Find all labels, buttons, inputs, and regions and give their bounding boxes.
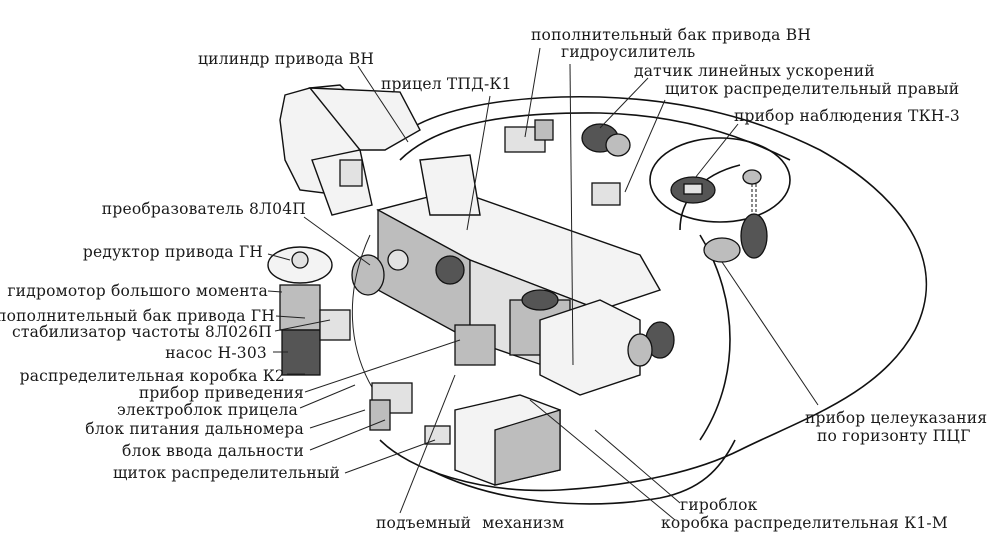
gn-drive-group [267,234,385,401]
tkn3-detail-ellipse [649,137,791,263]
label-gn-reducer: редуктор привода ГН [82,243,263,261]
label-hydro-booster: гидроусилитель [561,43,696,61]
label-tkn3: прибор наблюдения ТКН-3 [734,107,960,125]
dist-panel-right [591,182,621,206]
label-pump: насос Н-303 [165,344,267,362]
label-lifting-mechanism: подъемный механизм [376,514,565,532]
label-pcg-line1: прибор целеуказания [805,409,988,427]
label-linear-accel-sensor: датчик линейных ускорений [634,62,875,80]
leader-lines [267,47,819,521]
label-rangefinder-power: блок питания дальномера [85,420,304,438]
label-dist-panel: щиток распределительный [112,464,340,482]
linear-accel-sensor [581,123,631,157]
label-sight-electroblock: электроблок прицела [117,401,298,419]
label-aux-tank-vn: пополнительный бак привода ВН [531,26,812,44]
label-converter: преобразователь 8Л04П [101,200,306,218]
aux-tank-vn [504,119,554,153]
label-sight-tpd: прицел ТПД-К1 [381,75,512,93]
label-aux-tank-gn: пополнительный бак привода ГН [0,307,275,325]
label-gyroblock: гироблок [680,496,758,514]
bottom-units [369,382,561,486]
label-dist-box-k2: распределительная коробка К2 [19,367,285,385]
label-hydromotor: гидромотор большого момента [7,282,268,300]
label-dist-box-k1m: коробка распределительная К1-М [661,514,948,532]
gun-mantlet [279,84,421,216]
hydro-booster-group [454,289,675,396]
label-freq-stabilizer: стабилизатор частоты 8Л026П [12,323,272,341]
label-alignment-device: прибор приведения [138,384,304,402]
label-range-input: блок ввода дальности [122,442,304,460]
label-dist-panel-right: щиток распределительный правый [665,80,960,98]
label-cylinder-vn: цилиндр привода ВН [198,50,375,68]
label-pcg-line2: по горизонту ПЦГ [817,427,971,445]
